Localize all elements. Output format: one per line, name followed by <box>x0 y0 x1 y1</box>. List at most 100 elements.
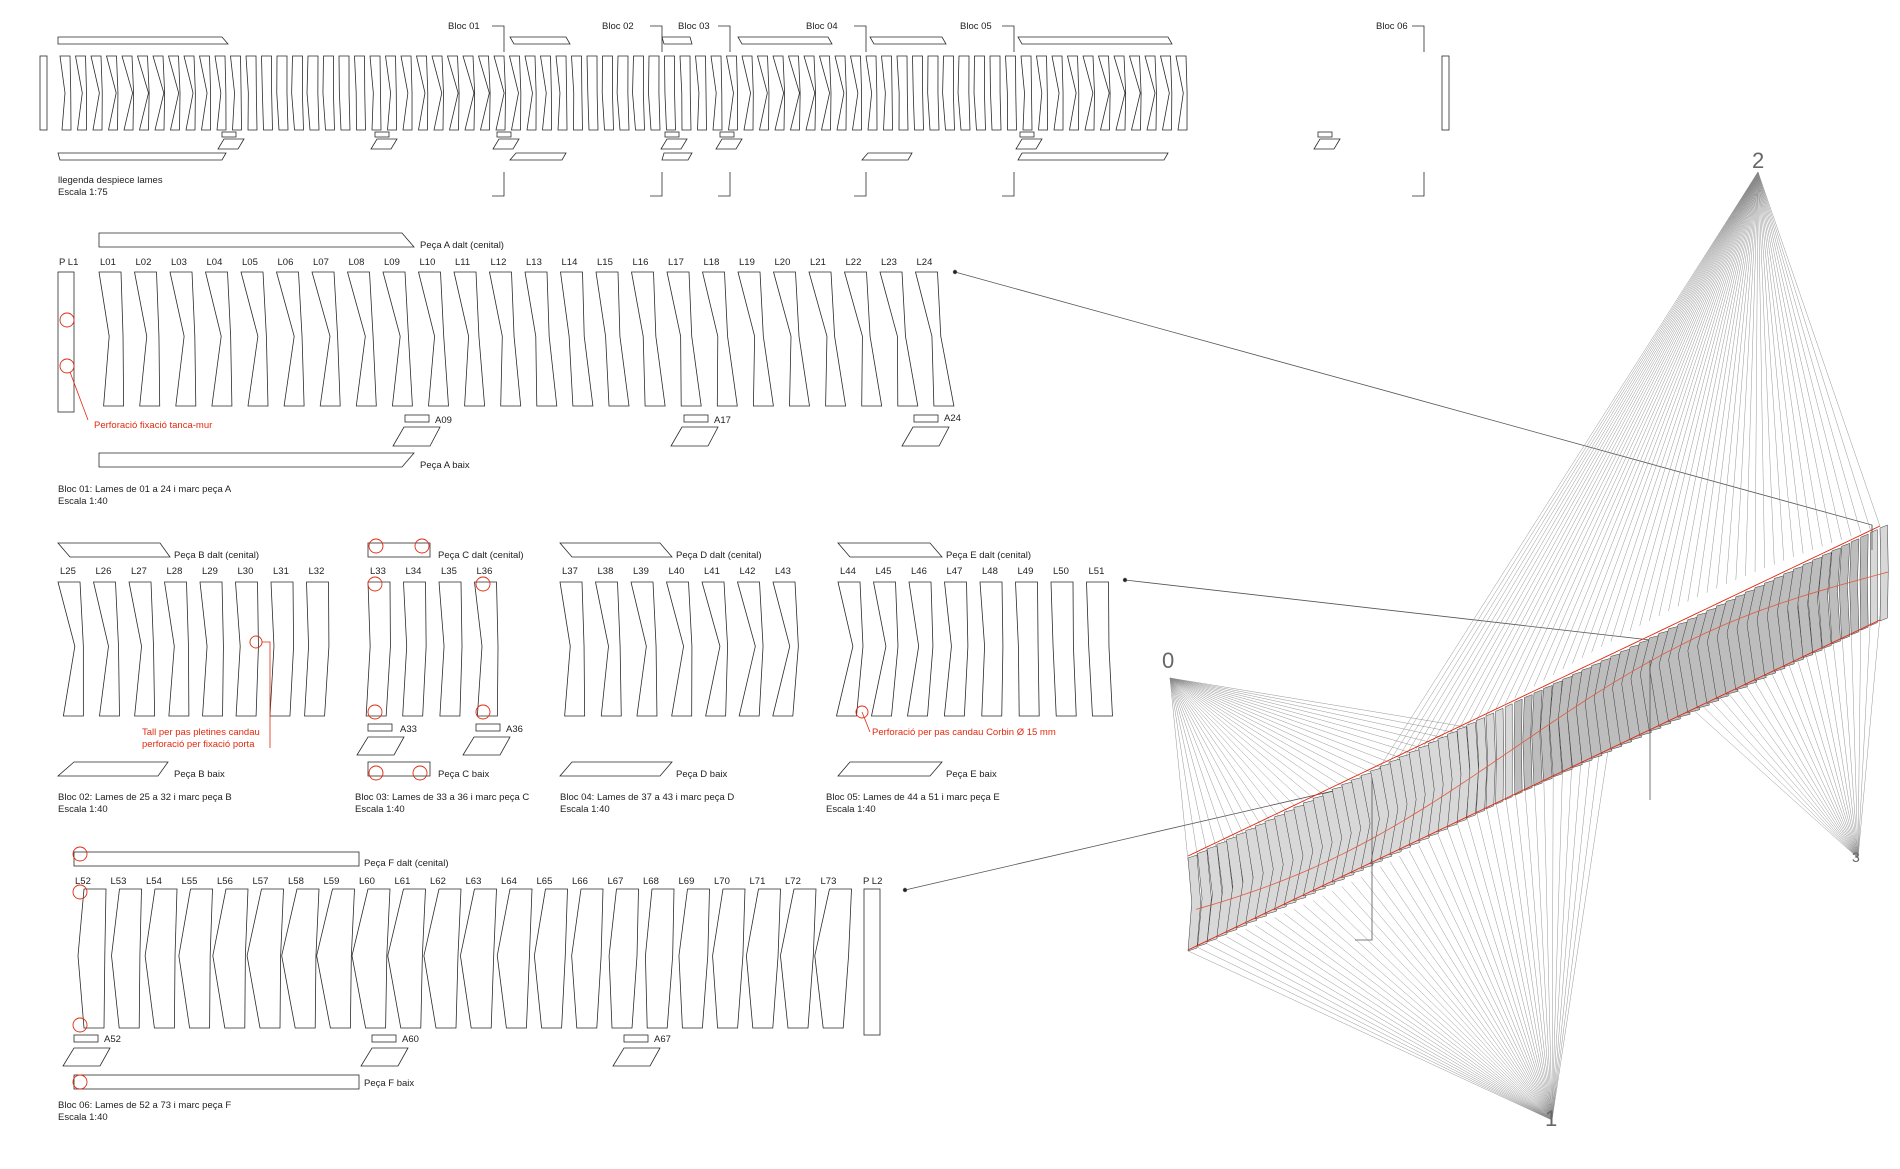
slat-l10 <box>417 271 449 407</box>
ray-v3 <box>1812 639 1859 859</box>
anchor-a24-plate <box>901 426 950 447</box>
slat-label-l50: L50 <box>1053 566 1069 577</box>
block-01-top-frame <box>98 232 415 248</box>
anchor-a52-label: A52 <box>104 1034 121 1045</box>
perspective-slat <box>1197 850 1212 947</box>
slat-l43 <box>772 581 799 717</box>
slat-label-l15: L15 <box>597 257 613 268</box>
legend-top-bar-a <box>57 36 229 45</box>
ray-v1 <box>1437 834 1553 1121</box>
ray-v0 <box>1169 677 1333 802</box>
block-01-bottom-frame <box>98 452 415 468</box>
slat-l56 <box>212 888 249 1029</box>
legend-callout-bottom <box>718 172 731 197</box>
legend-slat <box>540 55 552 131</box>
ray-v0 <box>1169 677 1323 807</box>
block-05-bottom-frame <box>837 761 943 777</box>
ray-v0 <box>1169 677 1218 851</box>
ray-v1 <box>1551 753 1573 1121</box>
slat-label-l73: L73 <box>821 876 837 887</box>
legend-slat <box>524 55 537 131</box>
ray-v1 <box>1408 850 1553 1121</box>
block-02-top-frame <box>57 542 171 558</box>
ray-v2 <box>1757 171 1794 558</box>
anchor-a33-bar <box>367 723 393 732</box>
ray-v2 <box>1581 171 1759 658</box>
anchor-a17-label: A17 <box>714 415 731 426</box>
ray-v2 <box>1399 171 1759 767</box>
ray-v1 <box>1283 913 1553 1121</box>
ray-v3 <box>1857 616 1881 859</box>
block-04-scale: Escala 1:40 <box>560 804 610 815</box>
block-02-bottom-label: Peça B baix <box>174 769 225 780</box>
legend-slat <box>1144 55 1157 131</box>
slat-l44 <box>835 581 864 717</box>
ray-v2 <box>1456 171 1759 733</box>
legend-bottom-bar-f <box>1017 152 1169 161</box>
ray-v0 <box>1169 677 1419 756</box>
block-03-caption: Bloc 03: Lames de 33 a 36 i marc peça C <box>355 792 529 803</box>
slat-l39 <box>630 581 658 717</box>
block-04-caption: Bloc 04: Lames de 37 a 43 i marc peça D <box>560 792 734 803</box>
ray-v0 <box>1169 677 1285 824</box>
legend-slat <box>942 55 955 131</box>
ray-v2 <box>1677 171 1759 607</box>
slat-l20 <box>772 271 810 407</box>
anchor-a67-label: A67 <box>654 1034 671 1045</box>
block-04-bottom-label: Peça D baix <box>676 769 727 780</box>
legend-slat <box>214 55 227 131</box>
legend-slat <box>601 55 614 131</box>
perspective-slat <box>1849 538 1860 636</box>
legend-bloc-label-2: Bloc 02 <box>602 21 634 32</box>
legend-slat <box>493 55 506 131</box>
ray-v0 <box>1169 677 1467 728</box>
slat-l08 <box>346 271 377 407</box>
ray-v0 <box>1169 677 1189 861</box>
block-03-bottom-hole-1 <box>368 765 384 781</box>
slat-label-l35: L35 <box>441 566 457 577</box>
ray-v1 <box>1551 736 1602 1121</box>
legend-slat <box>571 55 583 131</box>
slat-label-l03: L03 <box>171 257 187 268</box>
slat-l65 <box>533 888 568 1029</box>
slat-label-l20: L20 <box>775 257 791 268</box>
legend-slat <box>183 55 196 131</box>
legend-slat <box>199 55 212 131</box>
legend-slat <box>276 55 289 131</box>
block-06-caption: Bloc 06: Lames de 52 a 73 i marc peça F <box>58 1100 231 1111</box>
block-01-hole-2 <box>59 358 75 374</box>
block-03-bottom-hole-2 <box>412 765 428 781</box>
block-01-caption: Bloc 01: Lames de 01 a 24 i marc peça A <box>58 484 232 495</box>
slat-label-l34: L34 <box>406 566 422 577</box>
ray-v2 <box>1757 171 1823 547</box>
slat-l32 <box>304 581 330 717</box>
ray-v1 <box>1264 921 1553 1121</box>
slat-label-l13: L13 <box>526 257 542 268</box>
legend-slat <box>912 55 924 131</box>
ray-v1 <box>1551 731 1612 1121</box>
legend-slat <box>957 55 971 131</box>
ray-v2 <box>1562 171 1759 670</box>
slat-label-l49: L49 <box>1018 566 1034 577</box>
slat-l05 <box>240 271 269 407</box>
slat-l67 <box>608 888 639 1029</box>
block-03-top-hole-1 <box>368 538 384 554</box>
slat-label-l59: L59 <box>324 876 340 887</box>
ray-v2 <box>1447 171 1759 739</box>
perspective-slat <box>1531 689 1543 787</box>
slat-label-l51: L51 <box>1089 566 1105 577</box>
ray-v2 <box>1639 171 1759 626</box>
legend-slat <box>1051 55 1064 131</box>
leader-dot-01 <box>952 269 958 275</box>
ray-v2 <box>1658 171 1759 616</box>
ray-v2 <box>1757 171 1765 569</box>
slat-l03 <box>169 271 197 407</box>
block-06-hole-a <box>72 884 88 900</box>
ray-v0 <box>1169 677 1362 787</box>
ray-v1 <box>1293 908 1553 1121</box>
perspective-slat <box>1447 730 1462 828</box>
legend-slat <box>1097 55 1111 131</box>
legend-anchor-bar <box>374 131 390 138</box>
